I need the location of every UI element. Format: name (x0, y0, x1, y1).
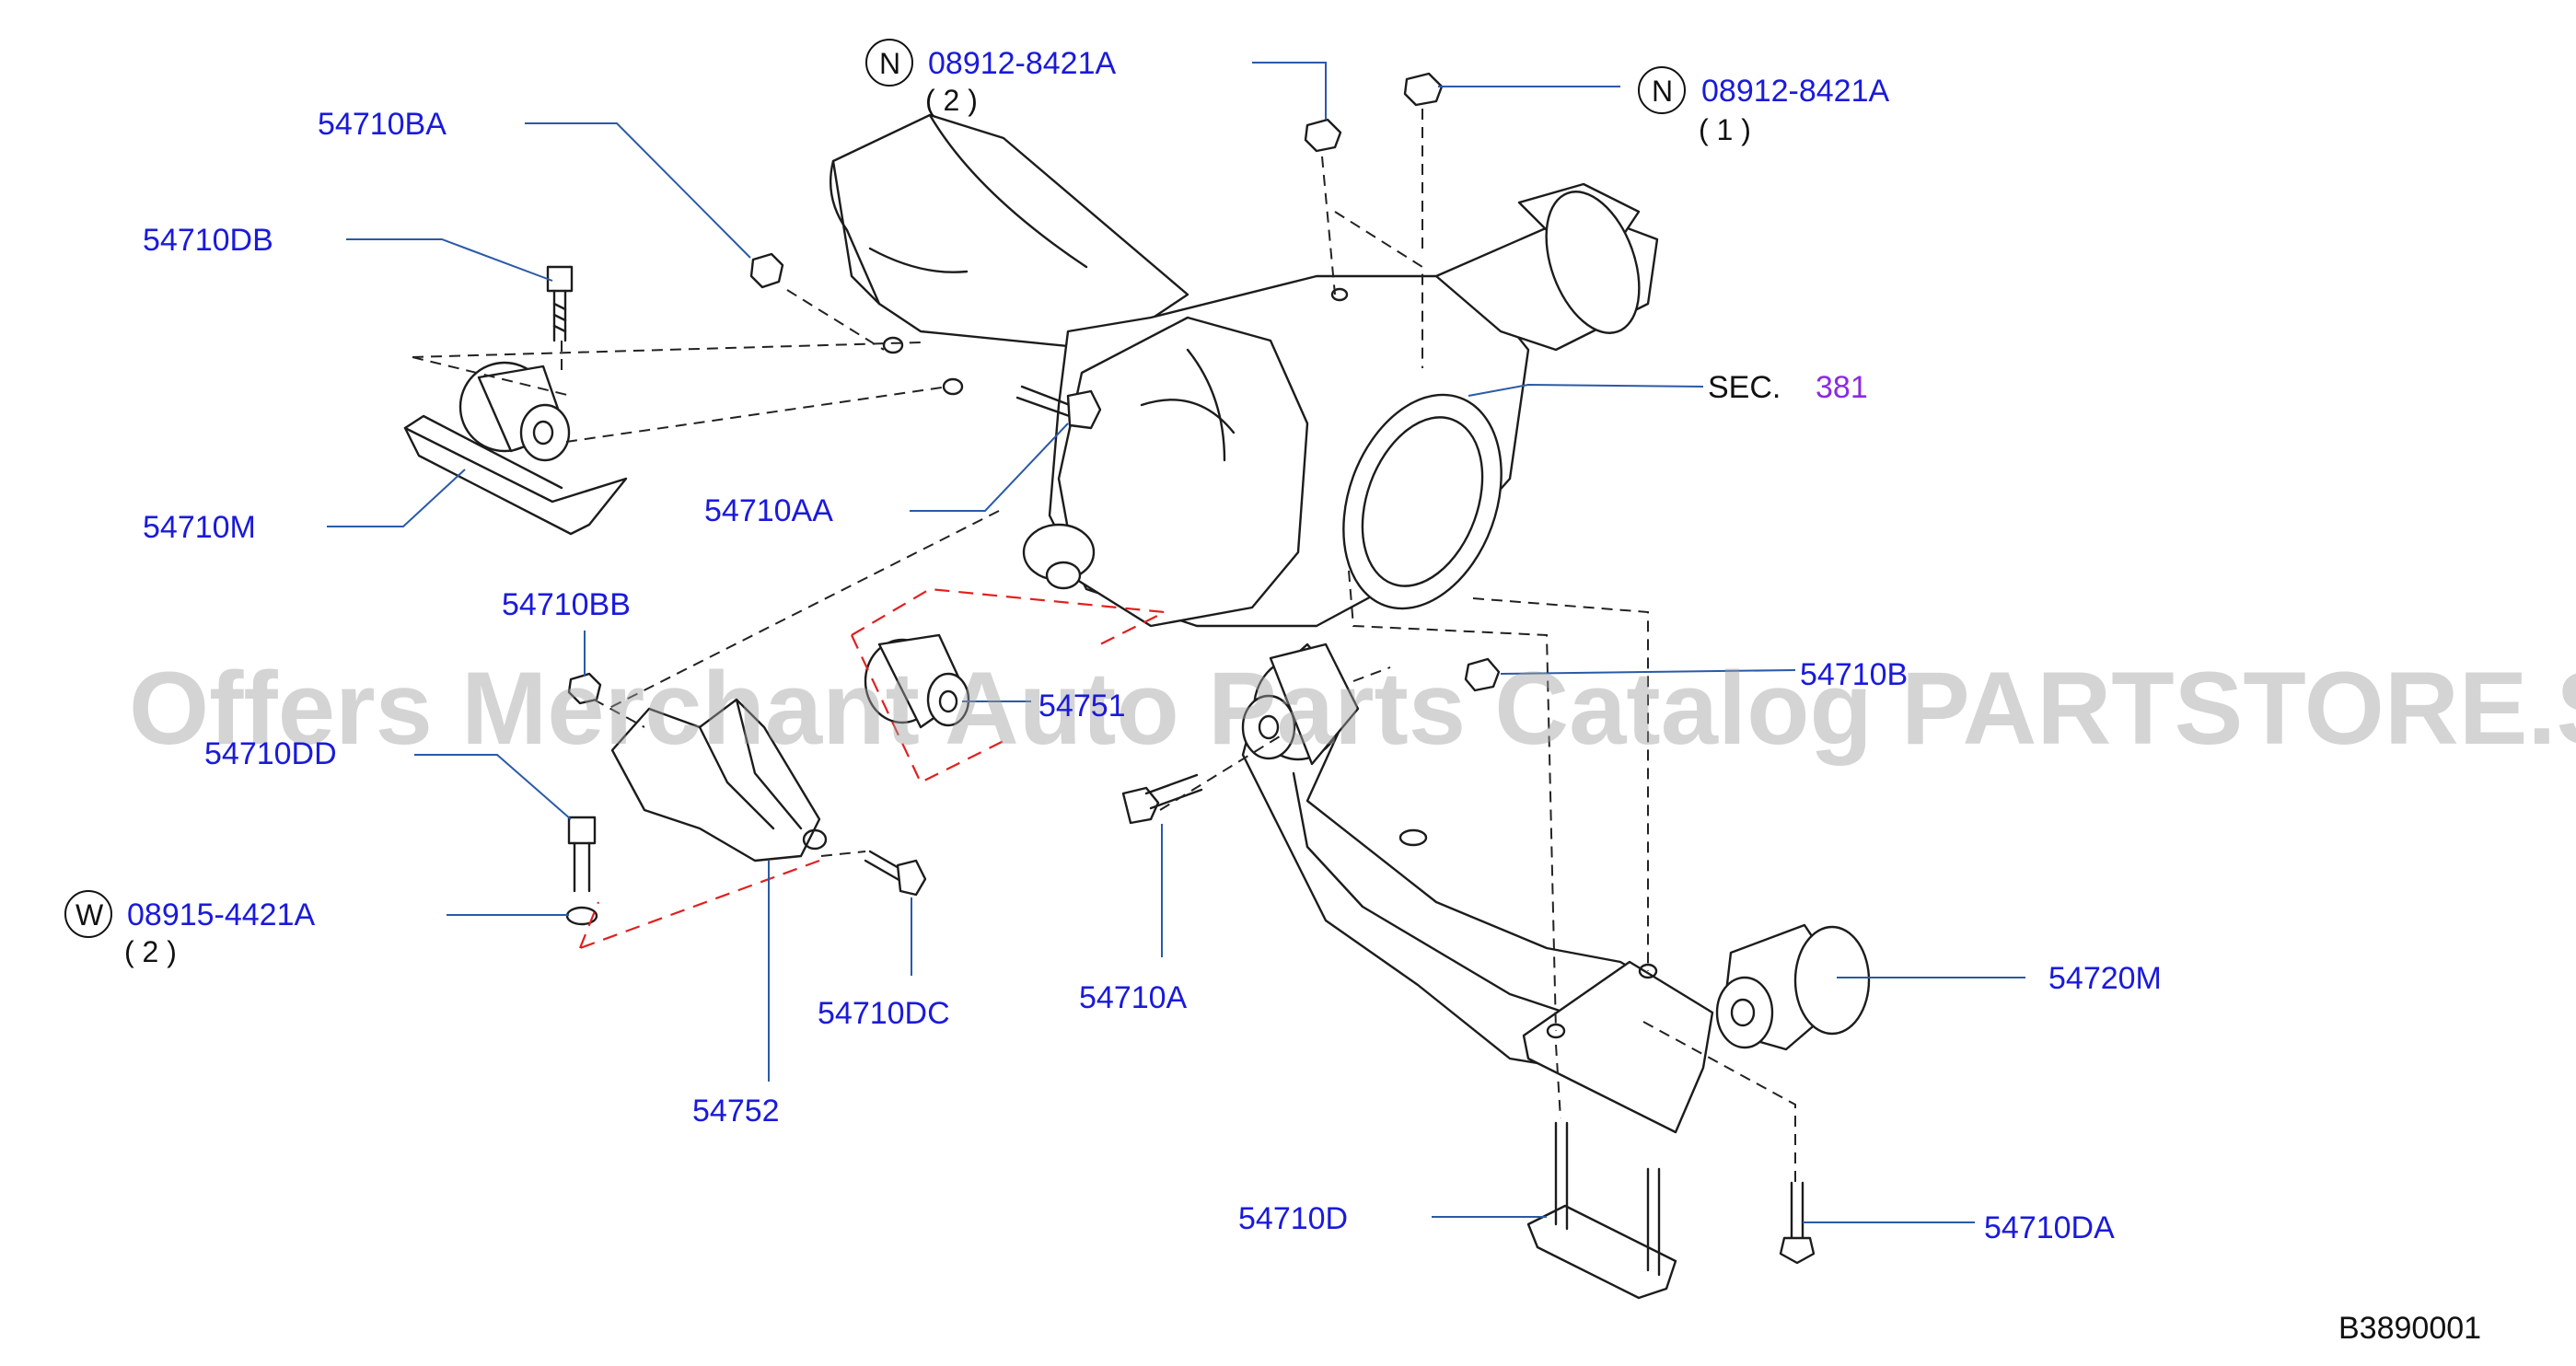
washer-qty: ( 2 ) (124, 935, 177, 968)
red-dashed-lines (578, 587, 1168, 950)
nut-54710BB (567, 672, 602, 705)
bolt-54710DA (1779, 1181, 1816, 1265)
label-54710DD: 54710DD (204, 736, 337, 771)
stud-plate-54710D (1526, 1121, 1677, 1300)
nut-symbol-top-left: N (879, 47, 900, 80)
nut-54710BA (749, 252, 784, 289)
bracket-54752 (610, 698, 828, 862)
watermark: Offers Merchant Auto Parts Catalog PARTS… (129, 651, 2576, 766)
leader-lines (327, 62, 2025, 1223)
nut-qty-top-left: ( 2 ) (925, 84, 978, 117)
label-54710A: 54710A (1079, 980, 1188, 1015)
assembly-dashed-lines (412, 109, 1796, 1183)
label-54710BB: 54710BB (502, 587, 631, 622)
bolt-54710DD (567, 816, 597, 893)
section-reference: SEC. 381 (1708, 370, 1868, 405)
nut-top-right (1403, 72, 1444, 107)
washer-symbol: W (75, 898, 104, 932)
bolt-54710AA (1015, 385, 1102, 430)
nut-symbol-top-right: N (1652, 75, 1673, 108)
differential-carrier (829, 113, 1659, 628)
nut-qty-top-right: ( 1 ) (1699, 113, 1751, 146)
washer-part: 08915-4421A (127, 897, 316, 932)
nut-part-top-left: 08912-8421A (928, 46, 1117, 81)
bolt-54710DC (864, 850, 927, 897)
bolt-54710A (1121, 773, 1203, 825)
label-54710AA: 54710AA (704, 493, 833, 528)
front-insulator-54710M (403, 361, 628, 536)
label-54710DA: 54710DA (1984, 1210, 2115, 1245)
label-54710DC: 54710DC (818, 996, 950, 1031)
label-54752: 54752 (692, 1094, 780, 1129)
section-number: 381 (1816, 370, 1868, 405)
nut-callout-top-right: N 08912-8421A ( 1 ) (1638, 66, 1890, 146)
label-54710B: 54710B (1800, 657, 1908, 692)
label-54720M: 54720M (2048, 961, 2162, 996)
label-54710D: 54710D (1238, 1201, 1348, 1236)
label-54710BA: 54710BA (318, 107, 447, 142)
diagram-code: B3890001 (2338, 1311, 2481, 1346)
nut-part-top-right: 08912-8421A (1701, 74, 1890, 109)
washer-callout: W 08915-4421A ( 2 ) (64, 890, 316, 968)
label-54751: 54751 (1039, 689, 1126, 724)
nut-callout-top-left: N 08912-8421A ( 2 ) (865, 39, 1117, 117)
nut-top-center (1304, 118, 1342, 153)
nut-54710B (1464, 657, 1501, 692)
callout-labels: 54710BA 54710DB 54710M 54710AA 54710BB 5… (143, 107, 2162, 1245)
label-54710M: 54710M (143, 510, 256, 545)
section-prefix: SEC. (1708, 370, 1781, 405)
bolt-54710DB (546, 265, 574, 342)
rear-member (1241, 642, 1871, 1134)
label-54710DB: 54710DB (143, 223, 273, 258)
